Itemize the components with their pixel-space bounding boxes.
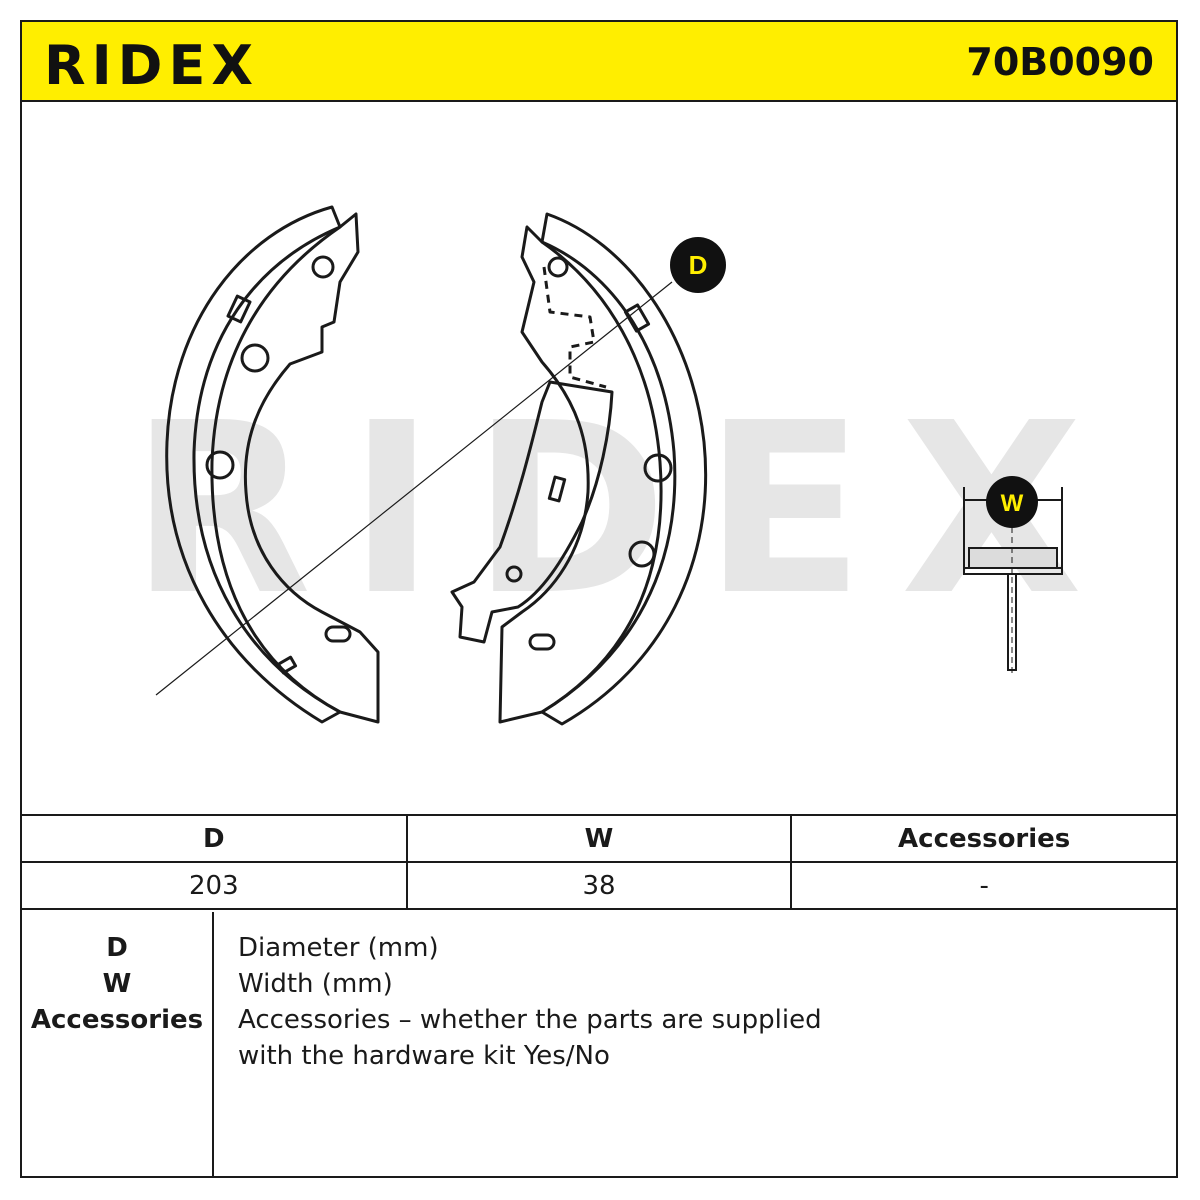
diameter-callout-circle [670,237,726,293]
legend-keys: D W Accessories [22,912,214,1178]
legend-definitions: Diameter (mm) Width (mm) Accessories – w… [238,930,822,1074]
diameter-callout-label: D [689,250,708,280]
spec-value-accessories: - [790,861,1176,910]
right-web-hole-1 [547,256,569,278]
legend-def-diameter: Diameter (mm) [238,933,439,963]
legend-def-width: Width (mm) [238,969,393,999]
left-web-slot [324,625,352,643]
brand-logo: RIDEX [44,34,260,97]
header-bar: RIDEX 70B0090 [22,22,1176,102]
width-callout-circle [986,476,1038,528]
legend: D W Accessories Diameter (mm) Width (mm)… [22,912,1176,1178]
left-lining-tab-2 [276,655,298,675]
legend-key-accessories: Accessories [30,1005,204,1035]
watermark-logo: RIDEX [130,372,1119,647]
product-sheet: RIDEX 70B0090 RIDEX [20,20,1178,1178]
right-web-slot [528,633,556,651]
lever-slot [547,475,567,503]
right-web-hole-2 [643,453,673,483]
left-web-hole-3 [205,450,235,480]
right-web-hole-3 [628,540,656,568]
lever-hidden-edge [542,266,607,389]
spec-header-row: D W Accessories [22,814,1176,863]
right-lining-tab [623,303,651,333]
brake-shoe-drawing: D W [155,205,1063,726]
legend-key-w: W [102,969,132,999]
right-shoe-lining [540,212,708,726]
technical-drawing: RIDEX [22,102,1176,814]
cross-section-lining [968,547,1058,569]
left-web-hole-1 [311,255,335,279]
left-web-hole-2 [240,343,270,373]
legend-def-accessories-1: Accessories – whether the parts are supp… [238,1005,822,1035]
lever-pivot-hole [505,565,523,583]
spec-header-d: D [22,814,408,863]
width-callout-label: W [1001,490,1024,517]
spec-value-w: 38 [405,861,793,910]
parking-lever [450,380,614,644]
spec-value-d: 203 [22,861,408,910]
right-shoe-web [498,225,663,724]
left-lining-tab-1 [226,294,252,324]
spec-header-accessories: Accessories [790,814,1176,863]
part-number: 70B0090 [966,40,1154,84]
spec-value-row: 203 38 - [22,861,1176,910]
legend-key-d: D [106,933,128,963]
legend-def-accessories-2: with the hardware kit Yes/No [238,1041,610,1071]
left-shoe-lining [165,205,342,724]
diameter-dimension-line [155,281,673,696]
left-shoe-web [210,212,380,724]
spec-header-w: W [405,814,793,863]
spec-table: D W Accessories 203 38 - [22,814,1176,910]
